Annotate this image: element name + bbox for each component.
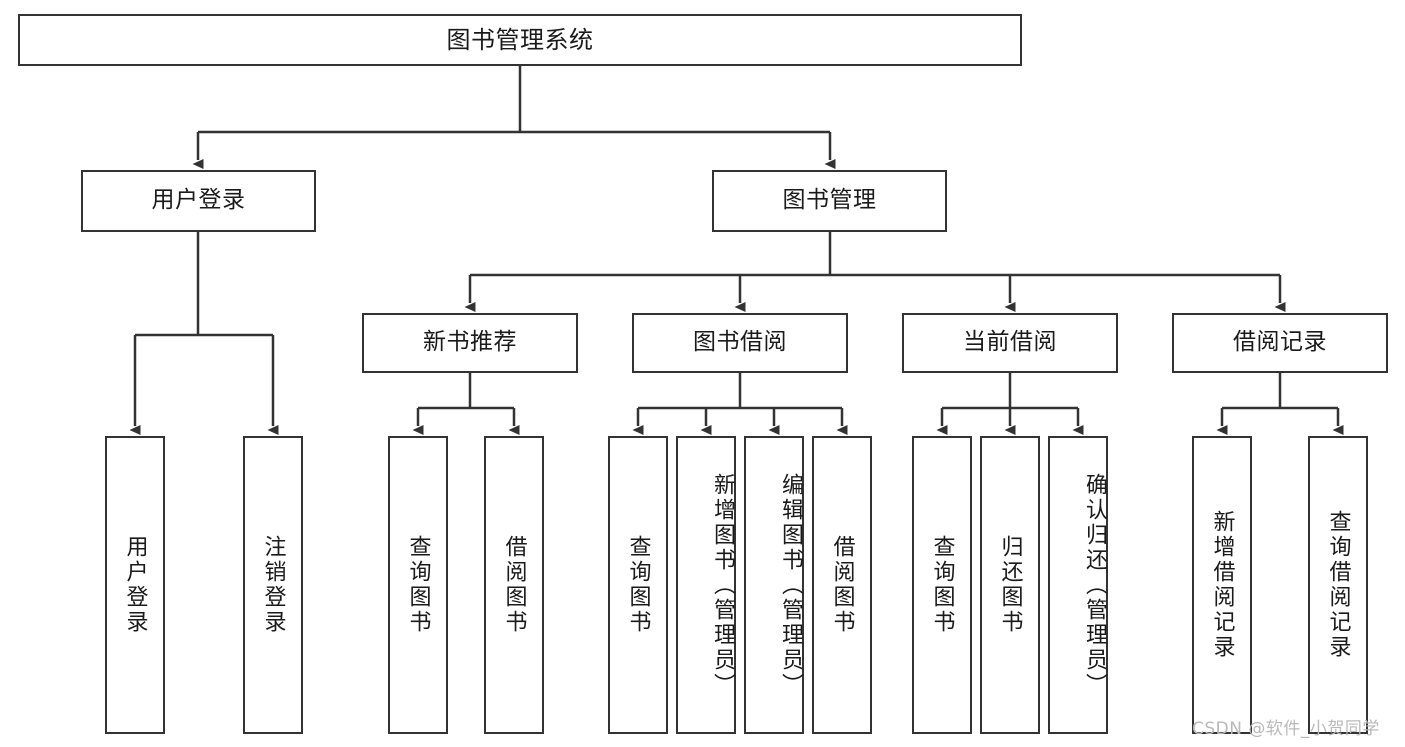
leaf-query-book-current[interactable]: 查询图书: [912, 436, 972, 734]
node-borrow-record[interactable]: 借阅记录: [1172, 313, 1388, 373]
leaf-confirm-return-admin[interactable]: 确认归还（管理员）: [1048, 436, 1108, 734]
leaf-query-borrow-record[interactable]: 查询借阅记录: [1308, 436, 1368, 734]
leaf-user-logout[interactable]: 注销登录: [243, 436, 303, 734]
node-root-book-management-system[interactable]: 图书管理系统: [18, 14, 1022, 66]
leaf-edit-book-admin[interactable]: 编辑图书（管理员）: [744, 436, 804, 734]
node-book-borrow[interactable]: 图书借阅: [632, 313, 848, 373]
leaf-add-borrow-record[interactable]: 新增借阅记录: [1192, 436, 1252, 734]
leaf-borrow-book[interactable]: 借阅图书: [812, 436, 872, 734]
node-new-book-recommend[interactable]: 新书推荐: [362, 313, 578, 373]
leaf-user-login[interactable]: 用户登录: [105, 436, 165, 734]
csdn-watermark: CSDN @软件_小贺同学: [1192, 719, 1380, 739]
node-user-login[interactable]: 用户登录: [81, 170, 316, 232]
leaf-query-book-borrow[interactable]: 查询图书: [608, 436, 668, 734]
node-book-management[interactable]: 图书管理: [712, 170, 947, 232]
leaf-add-book-admin[interactable]: 新增图书（管理员）: [676, 436, 736, 734]
node-current-borrow[interactable]: 当前借阅: [902, 313, 1118, 373]
leaf-return-book[interactable]: 归还图书: [980, 436, 1040, 734]
leaf-query-book-recommend[interactable]: 查询图书: [388, 436, 448, 734]
leaf-borrow-book-recommend[interactable]: 借阅图书: [484, 436, 544, 734]
